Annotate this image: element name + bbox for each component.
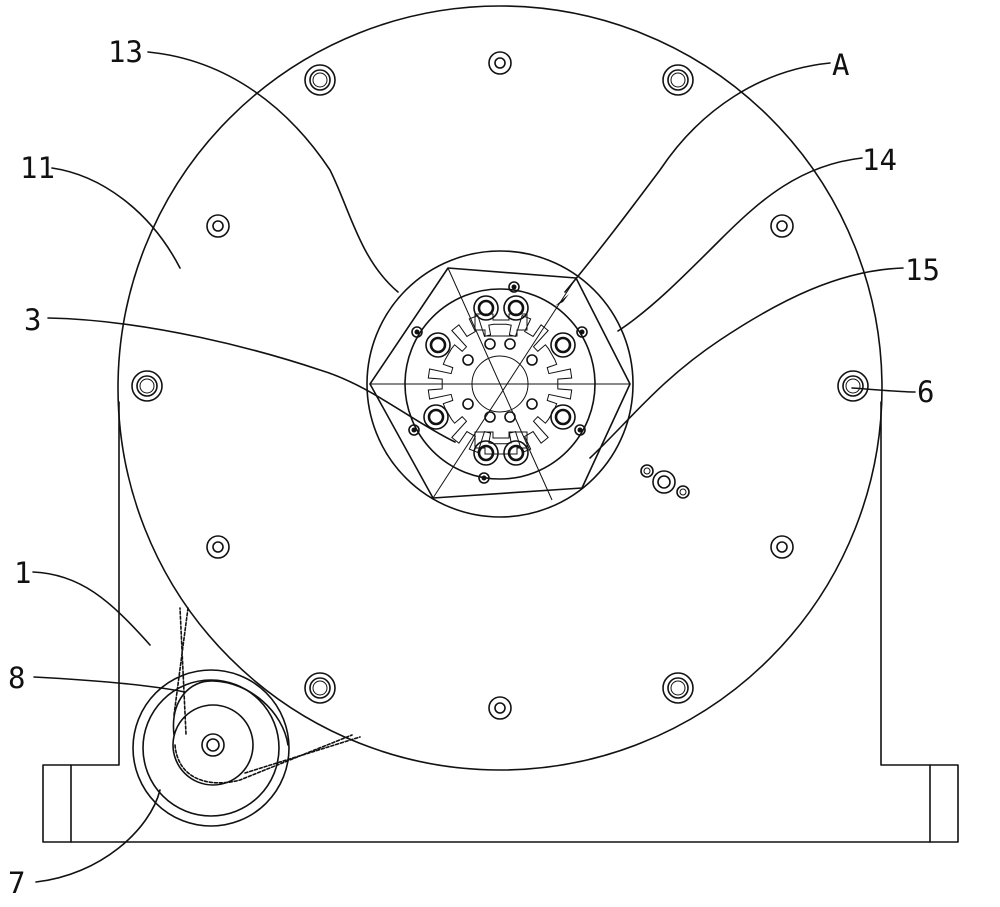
jaw-icon [551,333,575,357]
label-3: 3 [24,303,41,337]
jaw-icon [474,441,498,465]
label-A: A [832,48,849,82]
bolt-hole-icon [132,371,162,401]
leader-lines [33,52,915,882]
bolt-hole-icon [838,371,868,401]
label-6: 6 [917,375,934,409]
jaw-icon [504,296,528,320]
bolt-hole-icon [489,52,511,74]
part-labels: 13 A 14 11 15 3 6 1 8 7 [8,35,940,900]
belt-icon [174,608,360,783]
bolt-hole-icon [663,65,693,95]
bolt-hole-icon [305,65,335,95]
belt-drive [133,608,360,826]
label-1: 1 [14,556,31,590]
pulley-inner [143,680,279,816]
label-15: 15 [905,253,940,287]
label-14: 14 [862,143,897,177]
main-disk [118,6,882,770]
bolt-hole-icon [207,215,229,237]
jaw-icon [424,405,448,429]
disk-bolts [132,52,868,719]
bolt-hole-icon [663,673,693,703]
hub-divisions [370,268,630,500]
bolt-hole-icon [771,536,793,558]
central-hub [367,251,633,517]
jaw-icon [426,333,450,357]
label-7: 7 [8,866,25,900]
bolt-hole-icon [207,536,229,558]
bolt-hole-icon [305,673,335,703]
label-11: 11 [20,151,55,185]
label-13: 13 [108,35,143,69]
jaw-icon [504,441,528,465]
bolt-hole-icon [771,215,793,237]
jaw-icon [474,296,498,320]
label-8: 8 [8,661,25,695]
jaw-icon [551,405,575,429]
chuck-jaws [424,296,575,465]
bolt-hole-icon [489,697,511,719]
hole-cluster [641,465,689,498]
